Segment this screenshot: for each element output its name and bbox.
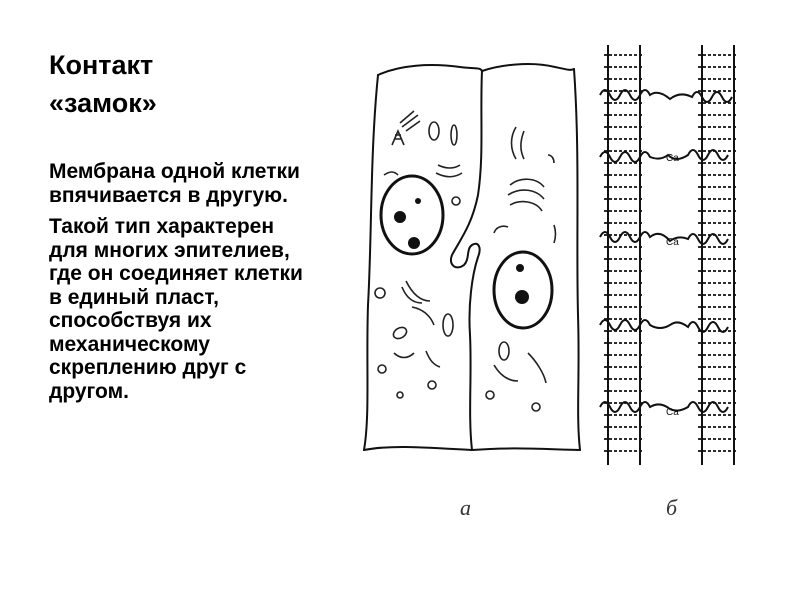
bottom-left-edge	[364, 447, 472, 450]
ca-label-2: Ca	[666, 237, 679, 248]
nucleus-left	[381, 176, 443, 254]
ca-label-3: Ca	[666, 407, 679, 418]
figure-drawing: Ca Ca Ca а б	[340, 35, 760, 525]
figure-label-b: б	[666, 495, 678, 520]
figure-a-cells	[364, 64, 580, 450]
right-cell-top	[482, 64, 574, 71]
figure-label-a: а	[460, 495, 471, 520]
figure-b-junction	[600, 45, 738, 465]
paragraph-epithelium: Такой тип характерен для многих эпителие…	[49, 215, 314, 403]
title-line-1: Контакт	[49, 50, 153, 80]
organelles	[375, 111, 556, 411]
left-outer-membrane	[364, 75, 378, 450]
strand-right	[698, 45, 738, 465]
ca-label-1: Ca	[666, 153, 679, 164]
left-cell-top	[378, 65, 482, 75]
nucleus-right	[494, 252, 552, 328]
body-text: Мембрана одной клетки впячивается в друг…	[49, 160, 314, 411]
right-outer-membrane	[574, 69, 580, 450]
bottom-right-edge	[472, 448, 580, 450]
cell-junction-figure: Ca Ca Ca а б	[340, 35, 760, 530]
title-line-2: «замок»	[49, 88, 157, 118]
slide-title: Контакт «замок»	[49, 46, 299, 122]
paragraph-membrane: Мембрана одной клетки впячивается в друг…	[49, 160, 314, 207]
